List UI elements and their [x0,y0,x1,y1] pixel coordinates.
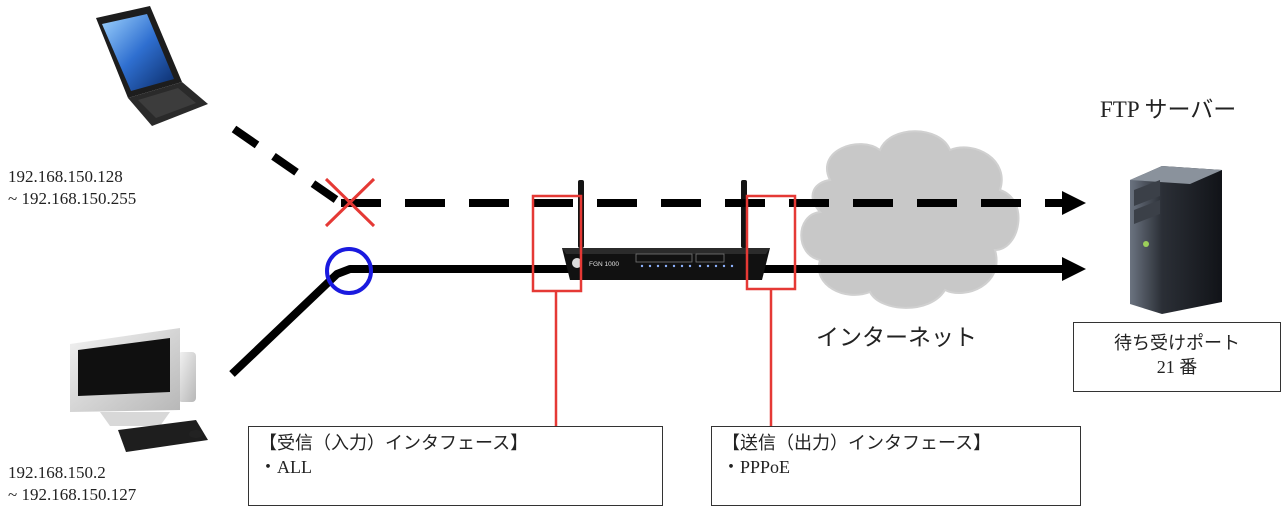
inbound-interface-box: 【受信（入力）インタフェース】 ・ALL [248,426,663,506]
server-port-number: 21 番 [1156,357,1198,377]
allowed-arrowhead [1062,257,1086,281]
server-port-box: 待ち受けポート 21 番 [1073,322,1281,392]
desktop-ip-end: ~ 192.168.150.127 [8,485,137,504]
server-port-label: 待ち受けポート [1114,333,1240,353]
internet-cloud-icon [800,130,1020,309]
ftp-server-icon [1130,166,1222,314]
laptop-ip-start: 192.168.150.128 [8,167,123,186]
inbound-interface-title: 【受信（入力）インタフェース】 [259,433,529,453]
blocked-x-icon [324,177,376,228]
outbound-interface-box: 【送信（出力）インタフェース】 ・PPPoE [711,426,1081,506]
internet-label: インターネット [816,325,977,351]
outbound-interface-value: ・PPPoE [722,457,791,477]
inbound-interface-value: ・ALL [259,457,312,477]
blocked-arrowhead [1062,191,1086,215]
router-brand-label: FGN 1000 [589,261,619,268]
ftp-server-title: FTP サーバー [1100,97,1237,122]
desktop-ip-range: 192.168.150.2 ~ 192.168.150.127 [8,462,136,506]
router-icon [562,248,770,280]
outbound-interface-title: 【送信（出力）インタフェース】 [722,433,992,453]
allowed-circle-icon [325,247,373,295]
router-antenna-right [741,180,747,248]
desktop-ip-start: 192.168.150.2 [8,463,106,482]
blocked-link-line [231,125,344,207]
laptop-ip-end: ~ 192.168.150.255 [8,189,137,208]
desktop-pc-icon [70,328,208,452]
laptop-ip-range: 192.168.150.128 ~ 192.168.150.255 [8,166,136,210]
laptop-icon [96,6,208,126]
